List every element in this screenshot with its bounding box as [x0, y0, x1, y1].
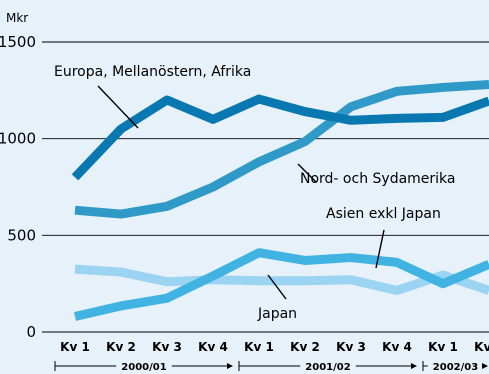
- x-tick-label-9: Kv 2: [474, 340, 489, 354]
- period-arrow-2: [482, 363, 488, 369]
- series-line-asien-exkl-japan: [73, 248, 489, 321]
- annotation-japan-label: Japan: [257, 306, 297, 322]
- tick-labels: 0 500 1000 1500 Kv 1 Kv 2 Kv 3 Kv 4 Kv 1 Kv 2 Kv 3…: [0, 33, 489, 354]
- y-tick-label-0: 0: [26, 323, 36, 341]
- period-label-1: 2001/02: [305, 362, 350, 373]
- annotation-asien-leader: [375, 229, 385, 269]
- annotation-nord-sydamerika-label: Nord- och Sydamerika: [300, 171, 456, 187]
- x-tick-label-5: Kv 2: [290, 340, 320, 354]
- x-tick-label-7: Kv 4: [382, 340, 412, 354]
- x-tick-label-3: Kv 4: [198, 340, 228, 354]
- series-line-nord-och-sydamerika: [74, 80, 489, 219]
- x-tick-label-6: Kv 3: [336, 340, 366, 354]
- y-tick-label-1500: 1500: [0, 33, 36, 51]
- period-arrow-0: [227, 363, 233, 369]
- x-tick-label-1: Kv 2: [106, 340, 136, 354]
- x-tick-label-8: Kv 1: [428, 340, 458, 354]
- annotation-europa-label: Europa, Mellanöstern, Afrika: [54, 64, 251, 80]
- x-tick-label-0: Kv 1: [60, 340, 90, 354]
- y-tick-label-500: 500: [7, 226, 36, 244]
- annotation-nord-sydamerika-leader: [297, 163, 317, 183]
- x-tick-label-4: Kv 1: [244, 340, 274, 354]
- annotation-japan-leader: [267, 274, 287, 300]
- y-unit-label: Mkr: [6, 11, 28, 25]
- period-label-2: 2002/03: [433, 362, 478, 373]
- annotation-europa-leader: [97, 85, 139, 129]
- period-arrow-1: [411, 363, 417, 369]
- x-tick-label-2: Kv 3: [152, 340, 182, 354]
- period-brackets: 2000/01 2001/02 2002/03: [54, 361, 488, 373]
- annotation-asien-label: Asien exkl Japan: [326, 206, 441, 222]
- y-tick-label-1000: 1000: [0, 130, 36, 148]
- series-line-japan: [74, 264, 489, 295]
- series-lines: [71, 80, 489, 321]
- period-label-0: 2000/01: [121, 362, 166, 373]
- series-line-europa-mellan-stern-afrika: [71, 94, 489, 181]
